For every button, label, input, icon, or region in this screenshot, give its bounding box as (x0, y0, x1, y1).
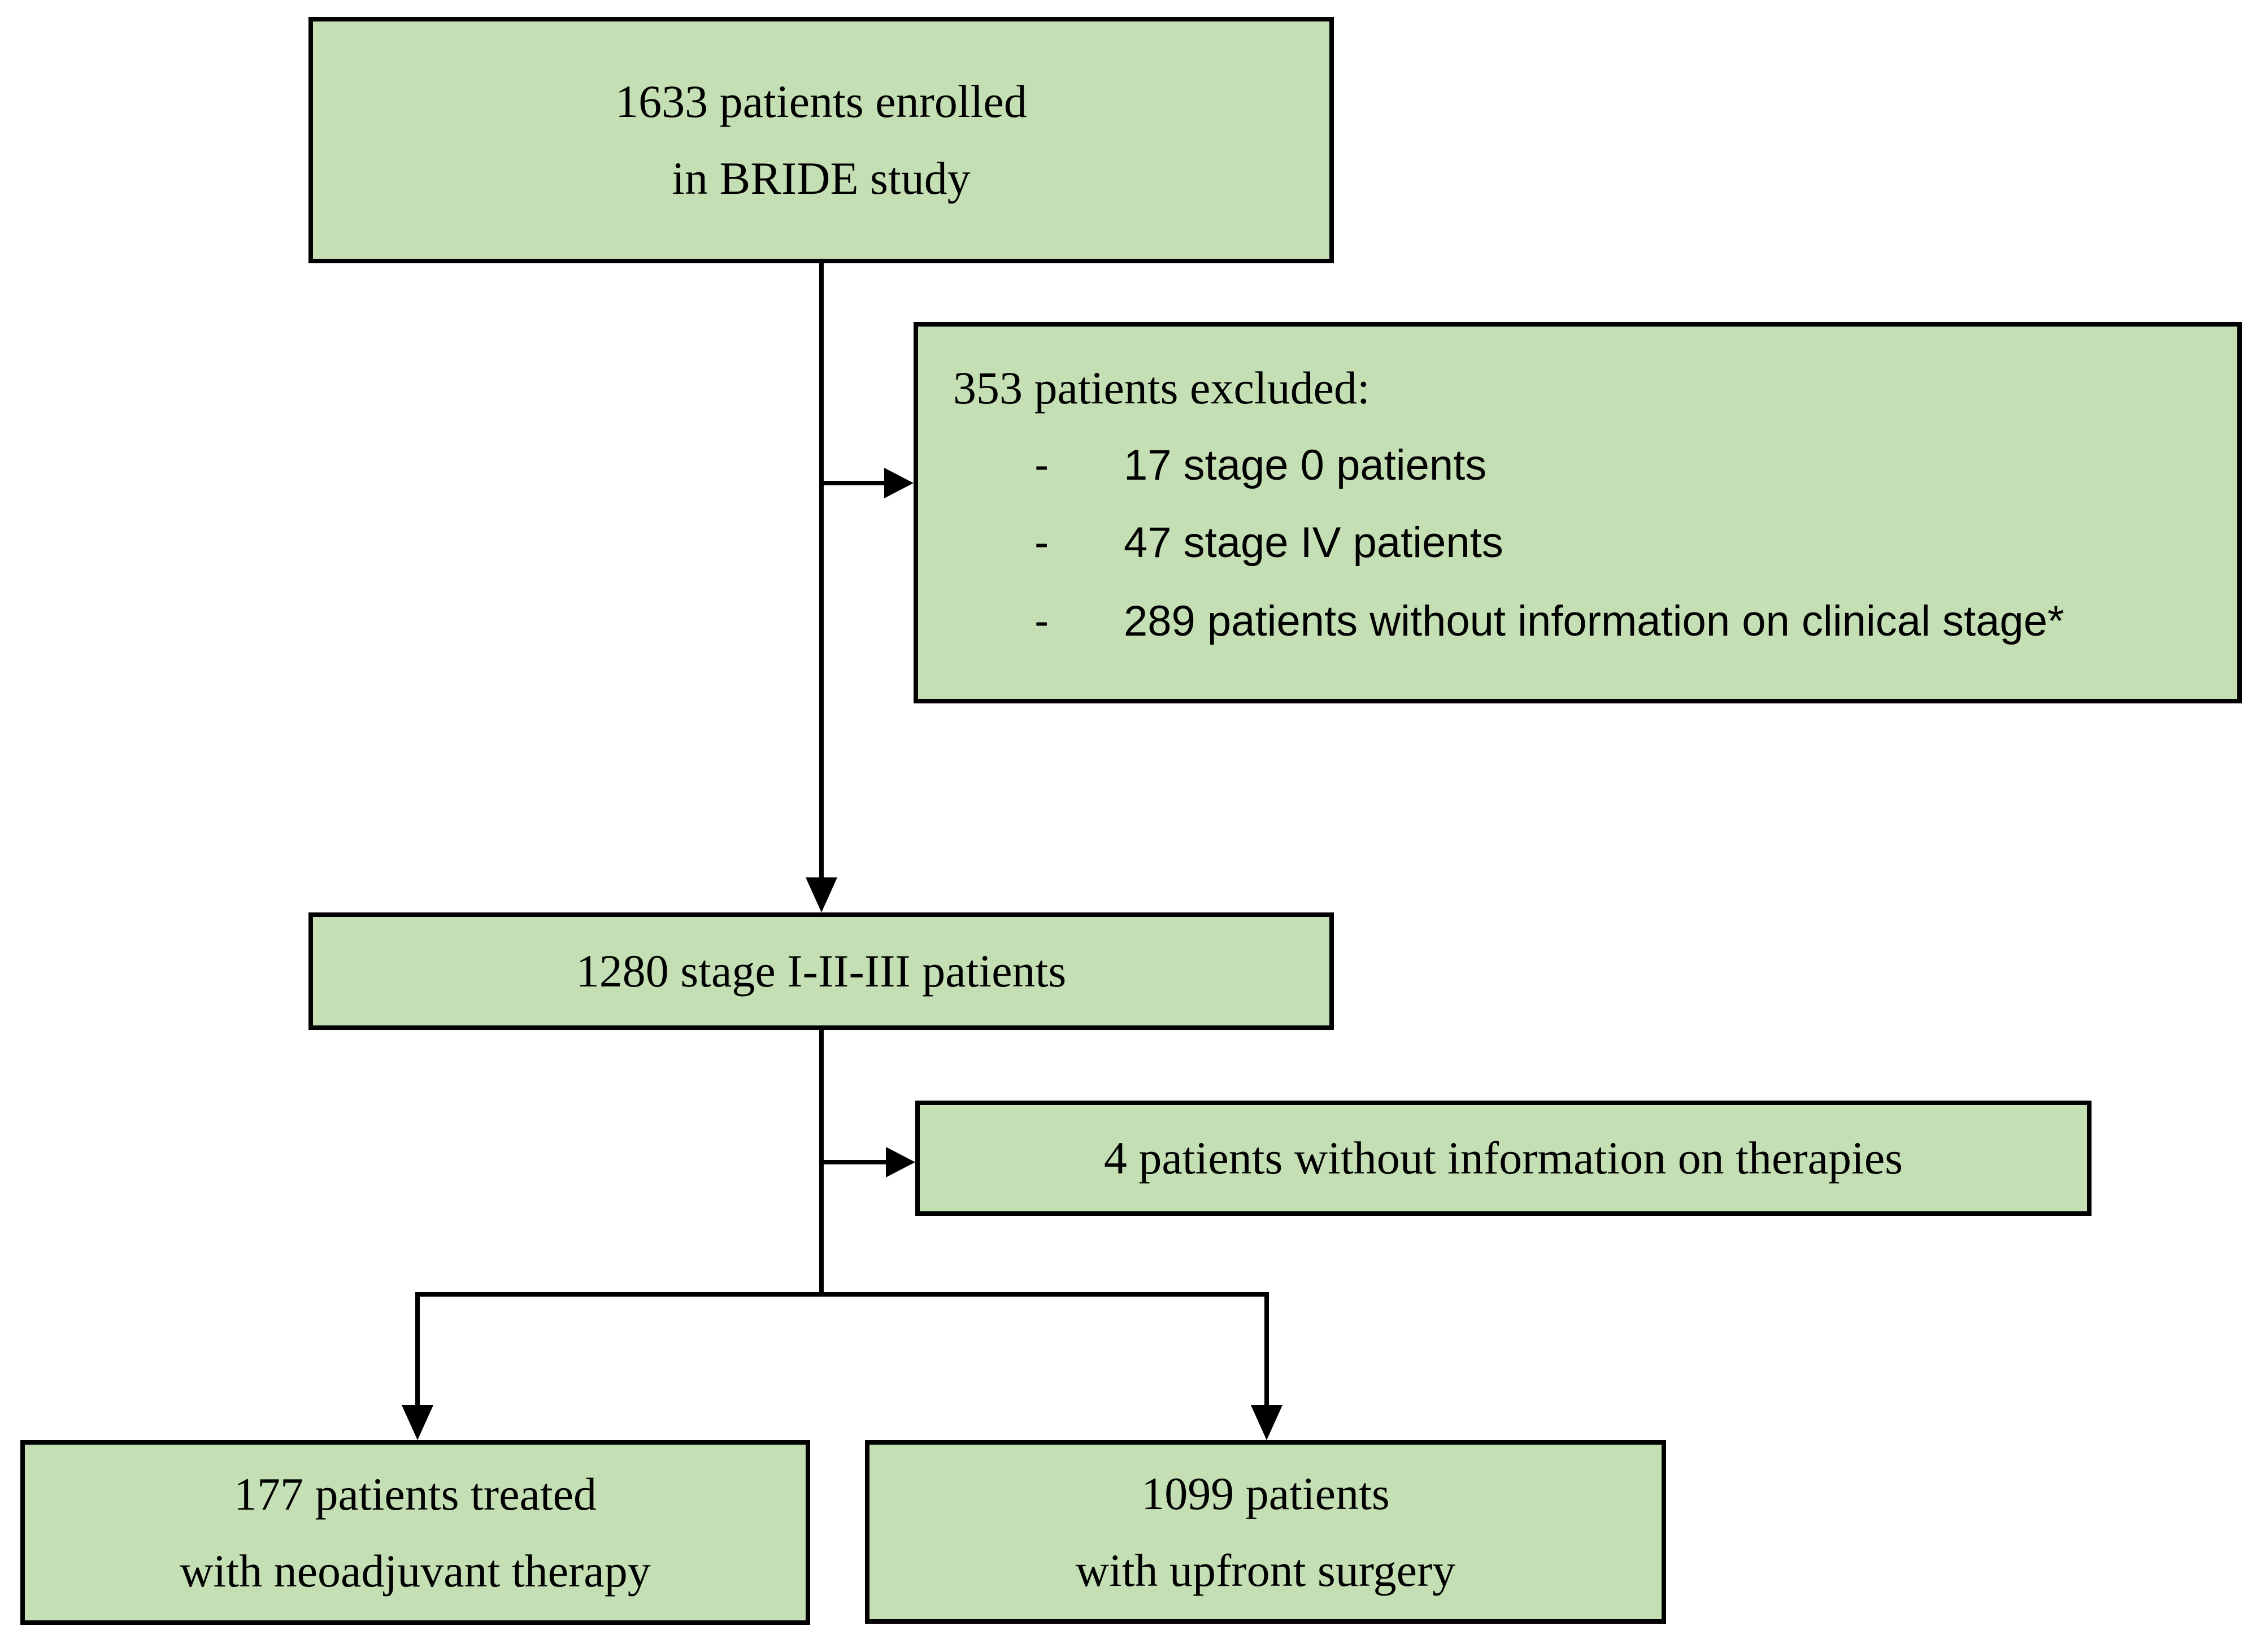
arrowhead-into-surgery-box (1251, 1405, 1282, 1440)
excluded-bullet-3-marker: - (1034, 597, 1049, 645)
excluded-bullet-1: - 17 stage 0 patients (918, 427, 2237, 504)
box-surgery-line2: with upfront surgery (1075, 1544, 1456, 1596)
box-no-therapy-info: 4 patients without information on therap… (915, 1101, 2092, 1216)
excluded-bullet-2: - 47 stage IV patients (918, 504, 2237, 581)
box-neoadjuvant-line1: 177 patients treated (233, 1468, 597, 1520)
split-horizontal-line (415, 1292, 1269, 1297)
box-no-therapy-info-text: 4 patients without information on therap… (1103, 1132, 1903, 1184)
box-upfront-surgery: 1099 patients with upfront surgery (865, 1440, 1666, 1624)
connector-excluded-branch-line (819, 481, 890, 485)
box-enrolled-line1: 1633 patients enrolled (615, 76, 1027, 127)
box-excluded-header: 353 patients excluded: (953, 362, 1370, 414)
connector-split-to-neoadjuvant-line (415, 1292, 420, 1410)
excluded-bullet-2-marker: - (1034, 519, 1049, 567)
box-neoadjuvant-line2: with neoadjuvant therapy (180, 1545, 651, 1597)
box-enrolled: 1633 patients enrolled in BRIDE study (308, 17, 1334, 263)
box-enrolled-line2: in BRIDE study (672, 153, 971, 204)
box-excluded: 353 patients excluded: - 17 stage 0 pati… (914, 322, 2242, 703)
box-surgery-line1: 1099 patients (1141, 1467, 1390, 1519)
arrowhead-into-excluded-box (884, 468, 914, 498)
excluded-bullet-3-text: 289 patients without information on clin… (1124, 597, 2064, 645)
arrowhead-into-no-therapy-box (886, 1147, 915, 1177)
box-stage-i-ii-iii: 1280 stage I-II-III patients (308, 912, 1334, 1030)
excluded-bullet-1-marker: - (1034, 441, 1049, 489)
excluded-bullet-1-text: 17 stage 0 patients (1124, 441, 1487, 489)
connector-no-therapy-branch-line (819, 1160, 892, 1164)
box-neoadjuvant: 177 patients treated with neoadjuvant th… (20, 1440, 810, 1625)
connector-split-to-surgery-line (1264, 1292, 1269, 1410)
connector-enrolled-to-stage-line (819, 261, 824, 881)
box-stage-text: 1280 stage I-II-III patients (576, 945, 1067, 997)
excluded-bullet-3: - 289 patients without information on cl… (918, 582, 2237, 660)
arrowhead-into-stage-box (806, 877, 837, 912)
excluded-bullet-2-text: 47 stage IV patients (1124, 519, 1503, 567)
arrowhead-into-neoadjuvant-box (402, 1405, 433, 1440)
